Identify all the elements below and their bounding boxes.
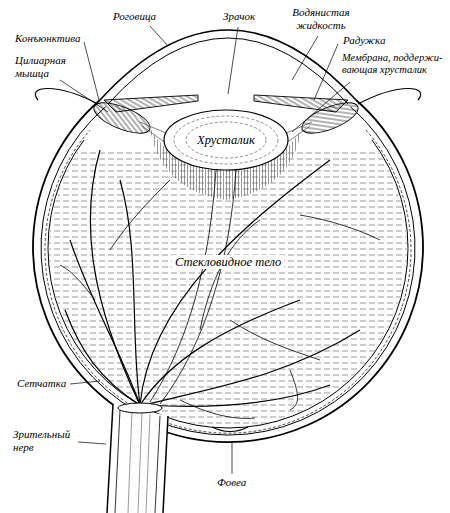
blood-vessel bbox=[145, 385, 330, 406]
part-label: Зрачок bbox=[222, 10, 256, 23]
optic-nerve bbox=[107, 404, 168, 513]
sclera-inner bbox=[41, 107, 415, 435]
leader-line bbox=[228, 27, 238, 94]
part-label: Цилиарная мышца bbox=[14, 54, 78, 79]
blood-vessel bbox=[140, 160, 330, 405]
sclera-outer bbox=[33, 100, 423, 442]
leader-line bbox=[70, 381, 100, 384]
part-label: Водянистая жидкость bbox=[282, 6, 360, 31]
part-label: Роговица bbox=[112, 10, 157, 23]
blood-vessel bbox=[140, 300, 300, 405]
part-label: Стекловидное тело bbox=[172, 255, 284, 269]
leader-line bbox=[292, 36, 318, 80]
hyaloid-canal bbox=[150, 170, 216, 402]
optic-nerve-sheath bbox=[163, 416, 168, 513]
blood-vessel bbox=[230, 320, 320, 360]
blood-vessel bbox=[180, 400, 255, 418]
fovea-pit bbox=[212, 427, 248, 432]
blood-vessel bbox=[65, 310, 140, 405]
part-label: Сетчатка bbox=[16, 377, 67, 390]
blood-vessel bbox=[290, 370, 298, 410]
blood-vessels bbox=[60, 180, 380, 418]
optic-nerve-sheath bbox=[115, 410, 120, 513]
part-label: Мембрана, поддержи- вающая хрусталик bbox=[341, 52, 448, 76]
blood-vessel bbox=[120, 180, 140, 405]
leader-line bbox=[232, 441, 233, 474]
leader-lines bbox=[60, 26, 350, 474]
nerve-fibre bbox=[146, 414, 150, 513]
optic-nerve-sheath bbox=[155, 416, 160, 513]
blood-vessel bbox=[60, 265, 95, 300]
cornea-inner bbox=[108, 38, 348, 104]
leader-line bbox=[78, 442, 106, 444]
lens bbox=[164, 110, 288, 170]
cornea-outer bbox=[100, 30, 356, 100]
nerve-fibre bbox=[128, 410, 132, 513]
iris bbox=[254, 95, 348, 112]
leader-line bbox=[84, 42, 99, 100]
leader-line bbox=[314, 44, 338, 100]
part-label: Хрусталик bbox=[194, 133, 258, 147]
leader-line bbox=[150, 26, 168, 46]
blood-vessels bbox=[65, 150, 360, 406]
blood-vessel bbox=[300, 215, 380, 240]
blood-vessel bbox=[110, 180, 170, 250]
blood-vessel bbox=[70, 240, 140, 405]
blood-vessel bbox=[90, 150, 140, 405]
iris bbox=[104, 95, 198, 112]
part-label: Фовеа bbox=[216, 476, 247, 489]
part-label: Зрительный нерв bbox=[12, 428, 78, 453]
nerve-fibre bbox=[138, 412, 142, 513]
optic-disc bbox=[118, 403, 162, 413]
blood-vessel bbox=[145, 330, 360, 405]
blood-vessel bbox=[200, 220, 260, 330]
leader-line bbox=[60, 80, 108, 112]
lens-layer bbox=[174, 116, 278, 164]
part-label: Радужка bbox=[342, 34, 386, 47]
optic-nerve-sheath bbox=[107, 404, 113, 513]
conjunctiva bbox=[358, 89, 421, 105]
lens-layer bbox=[186, 122, 266, 158]
leader-line bbox=[292, 82, 350, 132]
part-label: Конъюнктива bbox=[14, 32, 81, 45]
conjunctiva bbox=[35, 89, 98, 105]
